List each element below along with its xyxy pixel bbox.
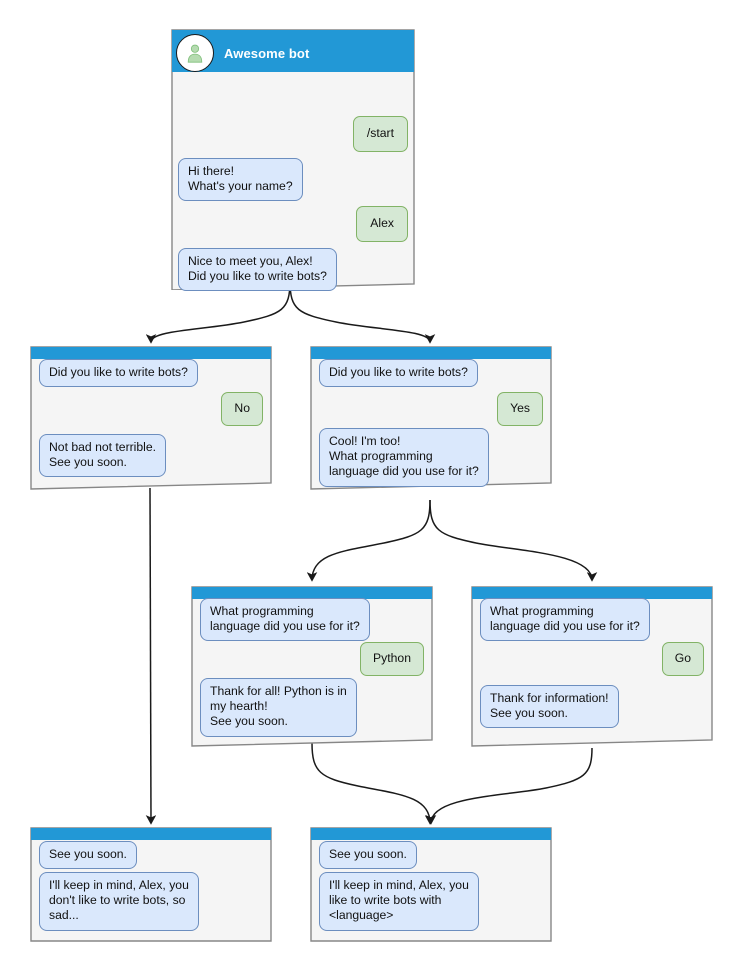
edge-go-to-end-yes xyxy=(425,747,593,825)
node-end-no[interactable]: See you soon. I'll keep in mind, Alex, y… xyxy=(29,826,273,943)
node-root-header: Awesome bot xyxy=(168,30,418,76)
user-message-bubble: Go xyxy=(661,642,704,677)
message-row: What programming language did you use fo… xyxy=(470,598,714,642)
bot-message-bubble: What programming language did you use fo… xyxy=(480,598,650,642)
bot-message-bubble: Nice to meet you, Alex! Did you like to … xyxy=(178,248,337,292)
message-row: Python xyxy=(190,642,434,677)
message-row: Go xyxy=(470,642,714,677)
user-message-bubble: No xyxy=(221,392,263,427)
user-message-bubble: Alex xyxy=(356,206,408,243)
message-row: Nice to meet you, Alex! Did you like to … xyxy=(168,248,418,292)
message-row: I'll keep in mind, Alex, you like to wri… xyxy=(309,872,553,931)
message-row: Did you like to write bots? xyxy=(29,359,273,388)
node-end-yes-content: See you soon. I'll keep in mind, Alex, y… xyxy=(309,826,553,943)
node-root-title: Awesome bot xyxy=(224,45,310,61)
message-row: Hi there! What's your name? xyxy=(168,158,418,202)
node-root-content: Awesome bot /start Hi there! What's your… xyxy=(168,26,418,292)
edge-yes-to-python xyxy=(306,499,431,582)
bot-message-bubble: Did you like to write bots? xyxy=(39,359,198,388)
node-end-yes[interactable]: See you soon. I'll keep in mind, Alex, y… xyxy=(309,826,553,943)
message-row: Yes xyxy=(309,392,553,427)
bot-message-bubble: I'll keep in mind, Alex, you like to wri… xyxy=(319,872,479,931)
edge-python-to-end-yes xyxy=(311,742,436,825)
bot-message-bubble: Hi there! What's your name? xyxy=(178,158,303,202)
message-row: Cool! I'm too! What programming language… xyxy=(309,428,553,487)
user-message-bubble: /start xyxy=(352,116,408,153)
person-avatar-icon xyxy=(176,34,214,72)
bot-message-bubble: Did you like to write bots? xyxy=(319,359,478,388)
user-message-bubble: Python xyxy=(360,642,424,677)
node-no-branch-content: Did you like to write bots? No Not bad n… xyxy=(29,345,273,491)
node-end-no-content: See you soon. I'll keep in mind, Alex, y… xyxy=(29,826,273,943)
message-row: I'll keep in mind, Alex, you don't like … xyxy=(29,872,273,931)
bot-message-bubble: See you soon. xyxy=(319,841,417,870)
node-go-branch[interactable]: What programming language did you use fo… xyxy=(470,585,714,748)
bot-message-bubble: Cool! I'm too! What programming language… xyxy=(319,428,489,487)
message-row: /start xyxy=(168,116,418,153)
bot-message-bubble: See you soon. xyxy=(39,841,137,870)
node-no-branch[interactable]: Did you like to write bots? No Not bad n… xyxy=(29,345,273,491)
node-root[interactable]: Awesome bot /start Hi there! What's your… xyxy=(168,26,418,292)
edge-yes-to-go xyxy=(429,499,598,582)
message-row: No xyxy=(29,392,273,427)
edge-no-to-end-no xyxy=(145,487,157,825)
node-yes-branch-content: Did you like to write bots? Yes Cool! I'… xyxy=(309,345,553,491)
bot-message-bubble: I'll keep in mind, Alex, you don't like … xyxy=(39,872,199,931)
message-row: Thank for information! See you soon. xyxy=(470,685,714,729)
message-row: Alex xyxy=(168,206,418,243)
node-yes-branch[interactable]: Did you like to write bots? Yes Cool! I'… xyxy=(309,345,553,491)
message-row: What programming language did you use fo… xyxy=(190,598,434,642)
message-row: See you soon. xyxy=(29,841,273,870)
node-python-branch[interactable]: What programming language did you use fo… xyxy=(190,585,434,748)
message-row: Not bad not terrible. See you soon. xyxy=(29,434,273,478)
message-row: See you soon. xyxy=(309,841,553,870)
bot-message-bubble: Thank for information! See you soon. xyxy=(480,685,619,729)
node-python-branch-content: What programming language did you use fo… xyxy=(190,585,434,748)
message-row: Thank for all! Python is in my hearth! S… xyxy=(190,678,434,737)
bot-message-bubble: Thank for all! Python is in my hearth! S… xyxy=(200,678,357,737)
bot-message-bubble: Not bad not terrible. See you soon. xyxy=(39,434,167,478)
bot-message-bubble: What programming language did you use fo… xyxy=(200,598,370,642)
message-row: Did you like to write bots? xyxy=(309,359,553,388)
user-message-bubble: Yes xyxy=(497,392,543,427)
node-go-branch-content: What programming language did you use fo… xyxy=(470,585,714,748)
